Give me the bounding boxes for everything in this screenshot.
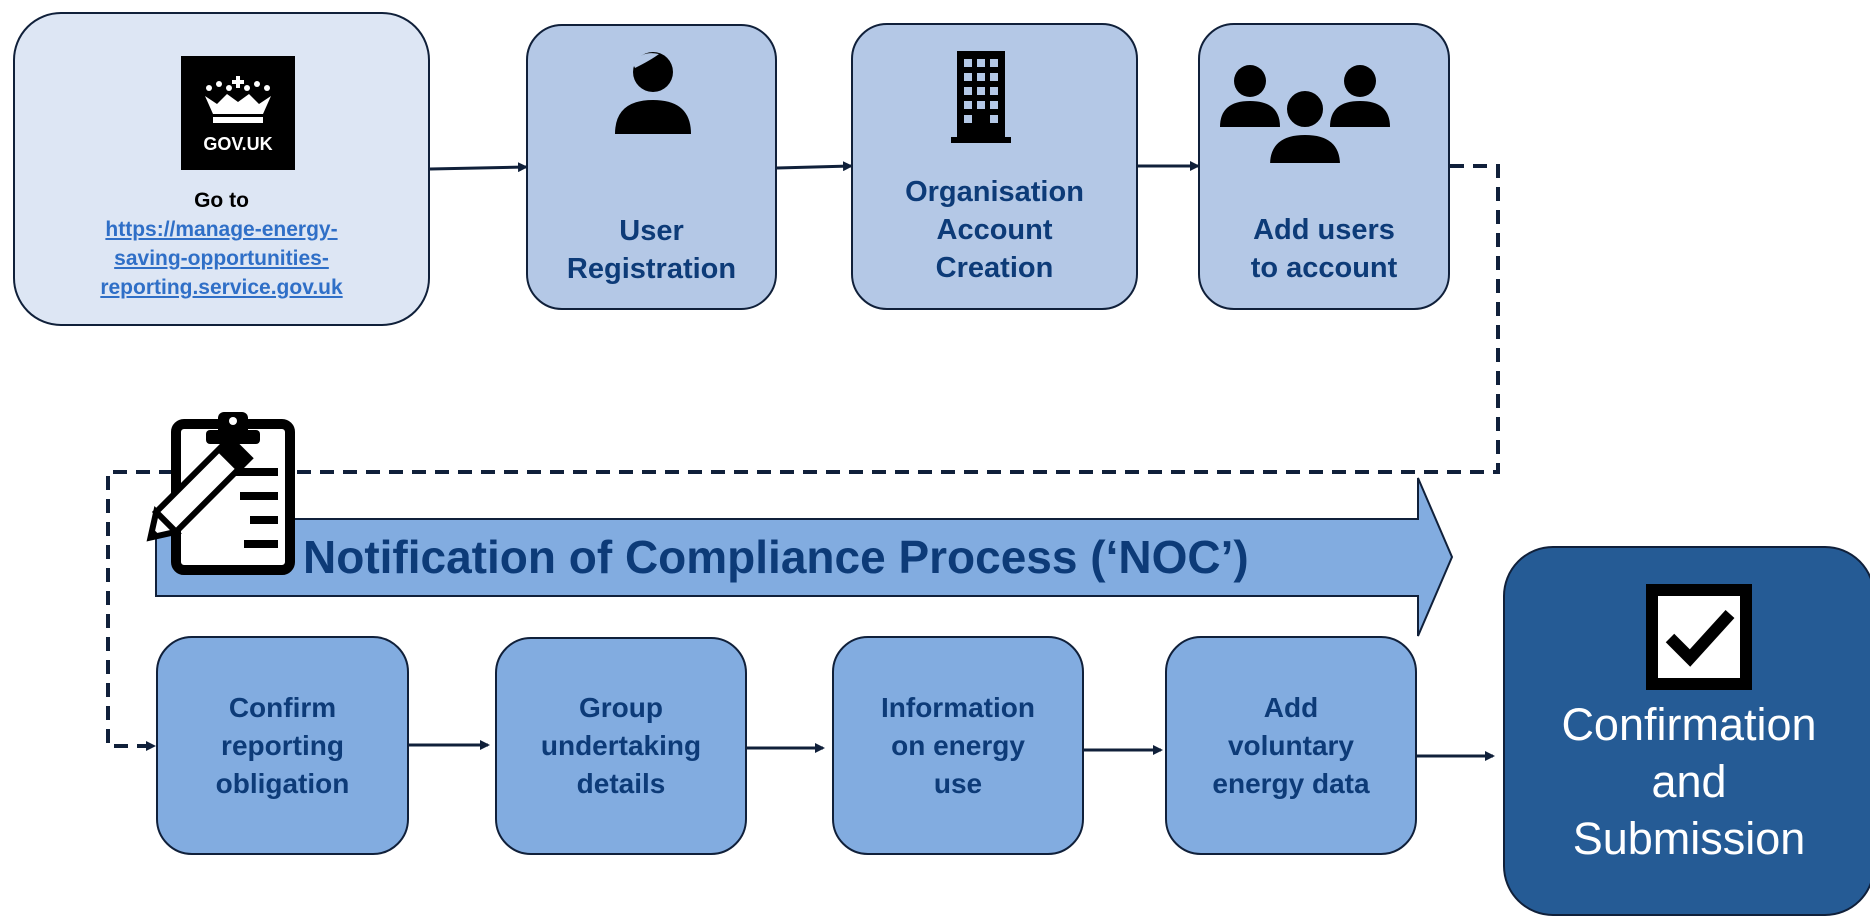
crown-icon (205, 76, 271, 123)
service-url-line-3[interactable]: reporting.service.gov.uk (100, 276, 343, 299)
voluntary-line-3: energy data (1212, 767, 1370, 799)
govuk-logo: GOV.UK (181, 56, 295, 170)
connector-layer (106, 161, 1500, 761)
group-line-1: Group (578, 692, 663, 723)
add-users-line-2: to account (1250, 252, 1398, 284)
step-organisation-account-creation: Organisation Account Creation (851, 23, 1138, 310)
organisation-line-1: Organisation (905, 176, 1084, 208)
organisation-line-2: Account (936, 214, 1053, 246)
govuk-start-box: GOV.UK Go to https://manage-energy- savi… (13, 12, 430, 326)
step-information-on-energy-use: Information on energy use (832, 636, 1084, 855)
noc-banner-title: Notification of Compliance Process (‘NOC… (303, 531, 1249, 583)
information-line-2: on energy (891, 729, 1025, 761)
confirm-line-3: obligation (215, 767, 350, 799)
step-add-users: Add users to account (1198, 23, 1450, 310)
confirmation-line-2: and (1651, 756, 1727, 807)
step-confirm-reporting-obligation: Confirm reporting obligation (156, 636, 409, 855)
banner-arrow-shape (155, 477, 1454, 637)
confirm-line-1: Confirm (228, 691, 337, 723)
user-registration-line-2: Registration (566, 253, 737, 285)
confirmation-line-1: Confirmation (1561, 699, 1817, 750)
go-to-label: Go to (194, 189, 249, 212)
add-users-line-1: Add users (1253, 214, 1395, 246)
group-line-2: undertaking (540, 730, 702, 761)
step-user-registration: User Registration (526, 24, 777, 310)
voluntary-line-2: voluntary (1227, 729, 1354, 761)
group-line-3: details (576, 768, 666, 799)
clipboard-pencil-icon (146, 412, 295, 575)
person-icon (615, 52, 691, 134)
office-building-icon (951, 51, 1011, 143)
arrow-gov-to-registration (429, 162, 528, 173)
step-group-undertaking-details: Group undertaking details (495, 637, 747, 855)
information-line-1: Information (881, 691, 1035, 723)
service-url-line-1[interactable]: https://manage-energy- (105, 218, 338, 241)
service-url-line-2[interactable]: saving-opportunities- (114, 247, 329, 270)
information-line-3: use (933, 767, 983, 799)
dashed-connector (106, 164, 1500, 751)
group-icon (1220, 65, 1390, 165)
arrow-registration-to-organisation (776, 161, 853, 172)
checkbox-checked-icon (1646, 584, 1752, 690)
confirm-line-2: reporting (221, 729, 344, 761)
user-registration-line-1: User (619, 215, 684, 247)
govuk-logo-text: GOV.UK (203, 134, 273, 154)
organisation-line-3: Creation (935, 252, 1054, 284)
step-add-voluntary-energy-data: Add voluntary energy data (1165, 636, 1417, 855)
step-confirmation-and-submission: Confirmation and Submission (1503, 546, 1870, 916)
confirmation-line-3: Submission (1572, 813, 1806, 864)
voluntary-line-1: Add (1263, 691, 1319, 723)
